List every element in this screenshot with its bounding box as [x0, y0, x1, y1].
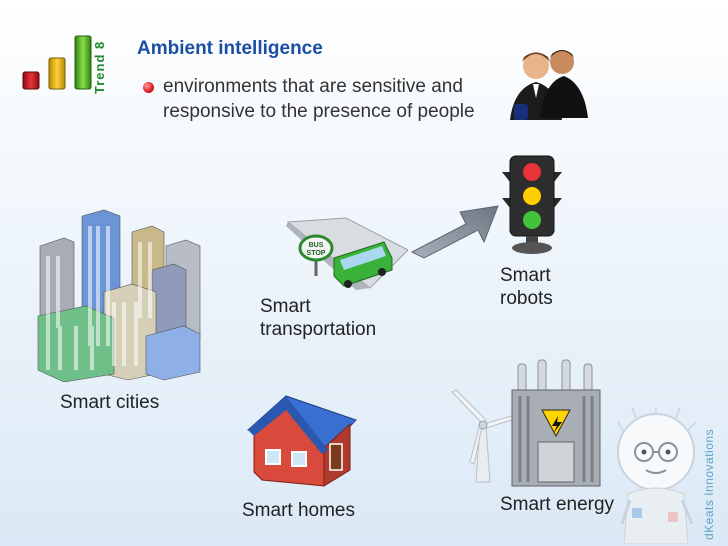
traffic-light-icon — [502, 155, 562, 254]
slide-description: environments that are sensitive and resp… — [163, 76, 475, 122]
city-icon — [37, 209, 201, 382]
people-icon — [510, 50, 588, 120]
smart-energy-label: Smart energy — [500, 494, 615, 515]
smart-cities-label: Smart cities — [60, 392, 160, 413]
arrow-icon — [410, 205, 499, 259]
bus-stop-icon: BUS STOP — [286, 217, 408, 290]
smart-transportation-label: Smart transportation — [260, 296, 377, 340]
mascot-icon — [617, 408, 697, 544]
trend-label: Trend 8 — [92, 40, 107, 94]
svg-text:BUS: BUS — [309, 242, 324, 249]
wind-turbine-icon — [451, 389, 519, 483]
watermark-label: dKeats Innovations — [702, 428, 716, 540]
slide-title: Ambient intelligence — [137, 38, 323, 59]
house-icon — [246, 395, 357, 487]
smart-robots-label: Smart robots — [500, 265, 553, 309]
trend-bars-icon — [22, 35, 92, 90]
power-transformer-icon — [511, 359, 601, 487]
smart-homes-label: Smart homes — [242, 500, 355, 521]
bullet-icon — [143, 82, 154, 93]
svg-text:STOP: STOP — [307, 250, 326, 257]
